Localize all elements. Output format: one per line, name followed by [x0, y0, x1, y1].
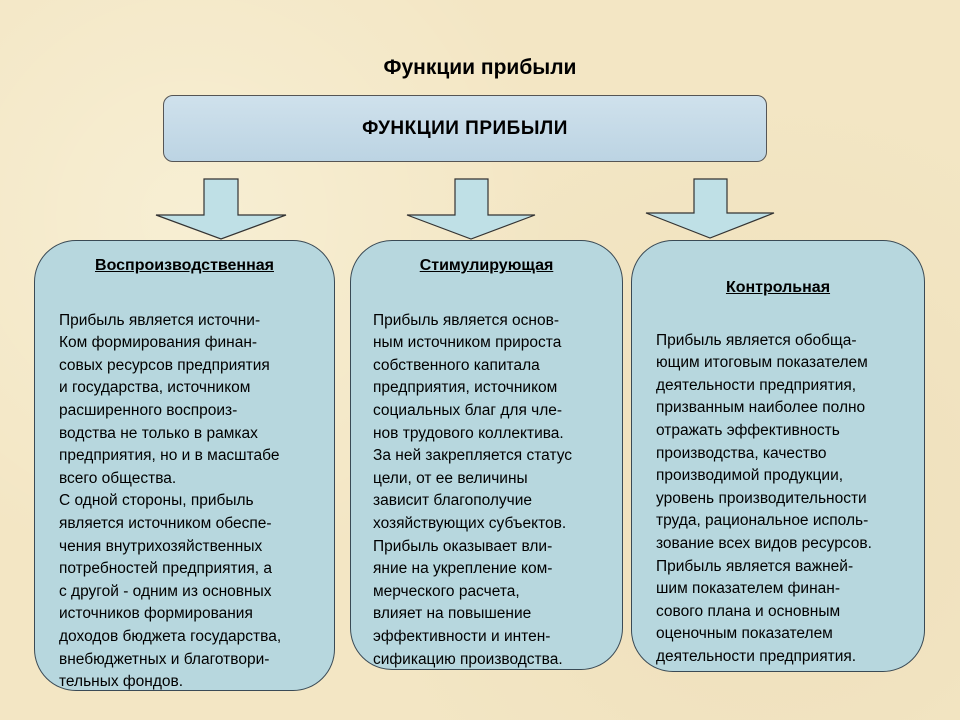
page-title: Функции прибыли — [383, 56, 577, 79]
arrow-down-center — [406, 178, 536, 240]
card-text: Прибыль является источни- Ком формирован… — [59, 311, 282, 691]
main-box-label: ФУНКЦИИ ПРИБЫЛИ — [362, 117, 568, 139]
arrow-down-left — [155, 178, 287, 240]
card-title: Воспроизводственная — [95, 257, 274, 274]
arrow-down-right — [645, 178, 775, 239]
main-functions-box: ФУНКЦИИ ПРИБЫЛИ — [163, 95, 767, 162]
control-function-card: Контрольная Прибыль является обобща- ющи… — [631, 240, 925, 672]
card-title: Контрольная — [725, 279, 831, 296]
card-title: Стимулирующая — [419, 257, 554, 274]
card-text: Прибыль является обобща- ющим итоговым п… — [656, 331, 872, 665]
reproductive-function-card: Воспроизводственная Прибыль является ист… — [34, 240, 335, 691]
stimulating-function-card: Стимулирующая Прибыль является основ- ны… — [350, 240, 623, 670]
card-text: Прибыль является основ- ным источником п… — [373, 311, 573, 668]
